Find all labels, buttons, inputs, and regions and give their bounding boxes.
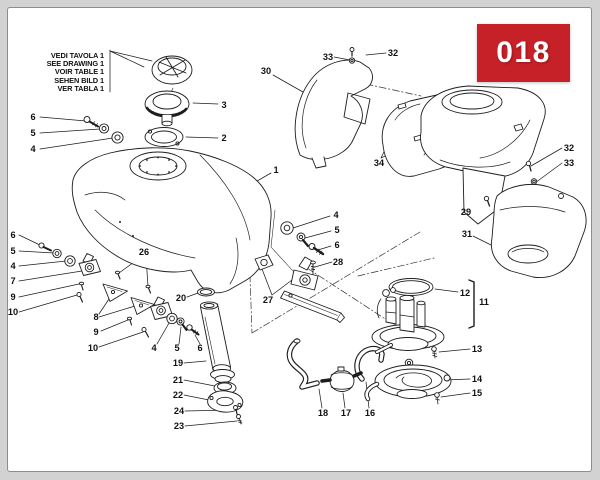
right-panel-drawing <box>490 184 587 279</box>
hoses-drawing <box>286 338 393 392</box>
part-number-label: 5 <box>30 128 36 138</box>
part-number-label: 21 <box>172 375 184 385</box>
part-number-label: 19 <box>172 358 184 368</box>
part-number-label: 13 <box>471 344 483 354</box>
top-fasteners-drawing <box>348 47 538 207</box>
left-cover-drawing <box>294 59 373 169</box>
part-number-label: 6 <box>334 240 340 250</box>
part-number-label: 18 <box>317 408 329 418</box>
part-number-label: 10 <box>87 343 99 353</box>
part-number-label: 2 <box>221 133 227 143</box>
part-number-label: 6 <box>197 343 203 353</box>
part-number-label: 3 <box>221 100 227 110</box>
fuel-cap-drawing <box>144 55 193 163</box>
part-number-label: 5 <box>174 343 180 353</box>
part-number-label: 32 <box>563 143 575 153</box>
plate-number-badge: 018 <box>477 24 570 82</box>
part-number-label: 6 <box>30 112 36 122</box>
part-number-label: 20 <box>175 293 187 303</box>
part-number-label: 26 <box>138 247 150 257</box>
part-number-label: 15 <box>471 388 483 398</box>
part-number-label: 4 <box>30 144 36 154</box>
part-number-label: 14 <box>471 374 483 384</box>
part-number-label: 24 <box>173 406 185 416</box>
part-number-label: 17 <box>340 408 352 418</box>
part-number-label: 7 <box>10 276 16 286</box>
part-number-label: 23 <box>173 421 185 431</box>
part-number-label: 9 <box>10 292 16 302</box>
part-number-label: 10 <box>7 307 19 317</box>
reference-note-line: VEDI TAVOLA 1 <box>50 51 104 60</box>
filler-tube-drawing <box>197 287 244 425</box>
part-number-label: 31 <box>461 229 473 239</box>
part-number-label: 32 <box>387 48 399 58</box>
part-number-label: 16 <box>364 408 376 418</box>
part-number-label: 29 <box>460 207 472 217</box>
reference-note-line: SEHEN BILD 1 <box>54 75 104 85</box>
part-number-label: 11 <box>479 297 489 307</box>
part-number-label: 22 <box>172 390 184 400</box>
top-cover-right-drawing <box>420 85 546 225</box>
part-number-label: 28 <box>332 257 344 267</box>
fuel-pump-drawing <box>371 278 445 359</box>
group-bracket-11 <box>468 279 475 329</box>
reference-note: VEDI TAVOLA 1 SEE DRAWING 1 VOIR TABLE 1… <box>28 51 105 93</box>
part-number-label: 4 <box>10 261 16 271</box>
part-number-label: 5 <box>10 246 16 256</box>
part-number-label: 30 <box>260 66 272 76</box>
part-number-label: 1 <box>273 165 279 175</box>
part-number-label: 33 <box>563 158 575 168</box>
part-number-label: 5 <box>334 225 340 235</box>
part-number-label: 8 <box>93 312 99 322</box>
reference-note-line: SEE DRAWING 1 <box>46 59 105 69</box>
part-number-label: 4 <box>333 210 339 220</box>
plate-number: 018 <box>496 36 551 69</box>
reference-note-line: VOIR TABLE 1 <box>54 67 104 77</box>
tank-mount-drawing <box>254 221 345 323</box>
leader-lines <box>18 49 563 427</box>
left-hardware-drawing <box>38 116 200 338</box>
part-number-label: 34 <box>373 158 385 168</box>
part-number-label: 6 <box>10 230 16 240</box>
part-number-label: 4 <box>151 343 157 353</box>
reference-note-line: VER TABLA 1 <box>57 83 104 93</box>
part-number-label: 9 <box>93 327 99 337</box>
part-number-label: 33 <box>322 52 334 62</box>
part-number-label: 27 <box>262 295 274 305</box>
pump-flange-drawing <box>364 358 452 405</box>
part-number-label: 12 <box>459 288 471 298</box>
